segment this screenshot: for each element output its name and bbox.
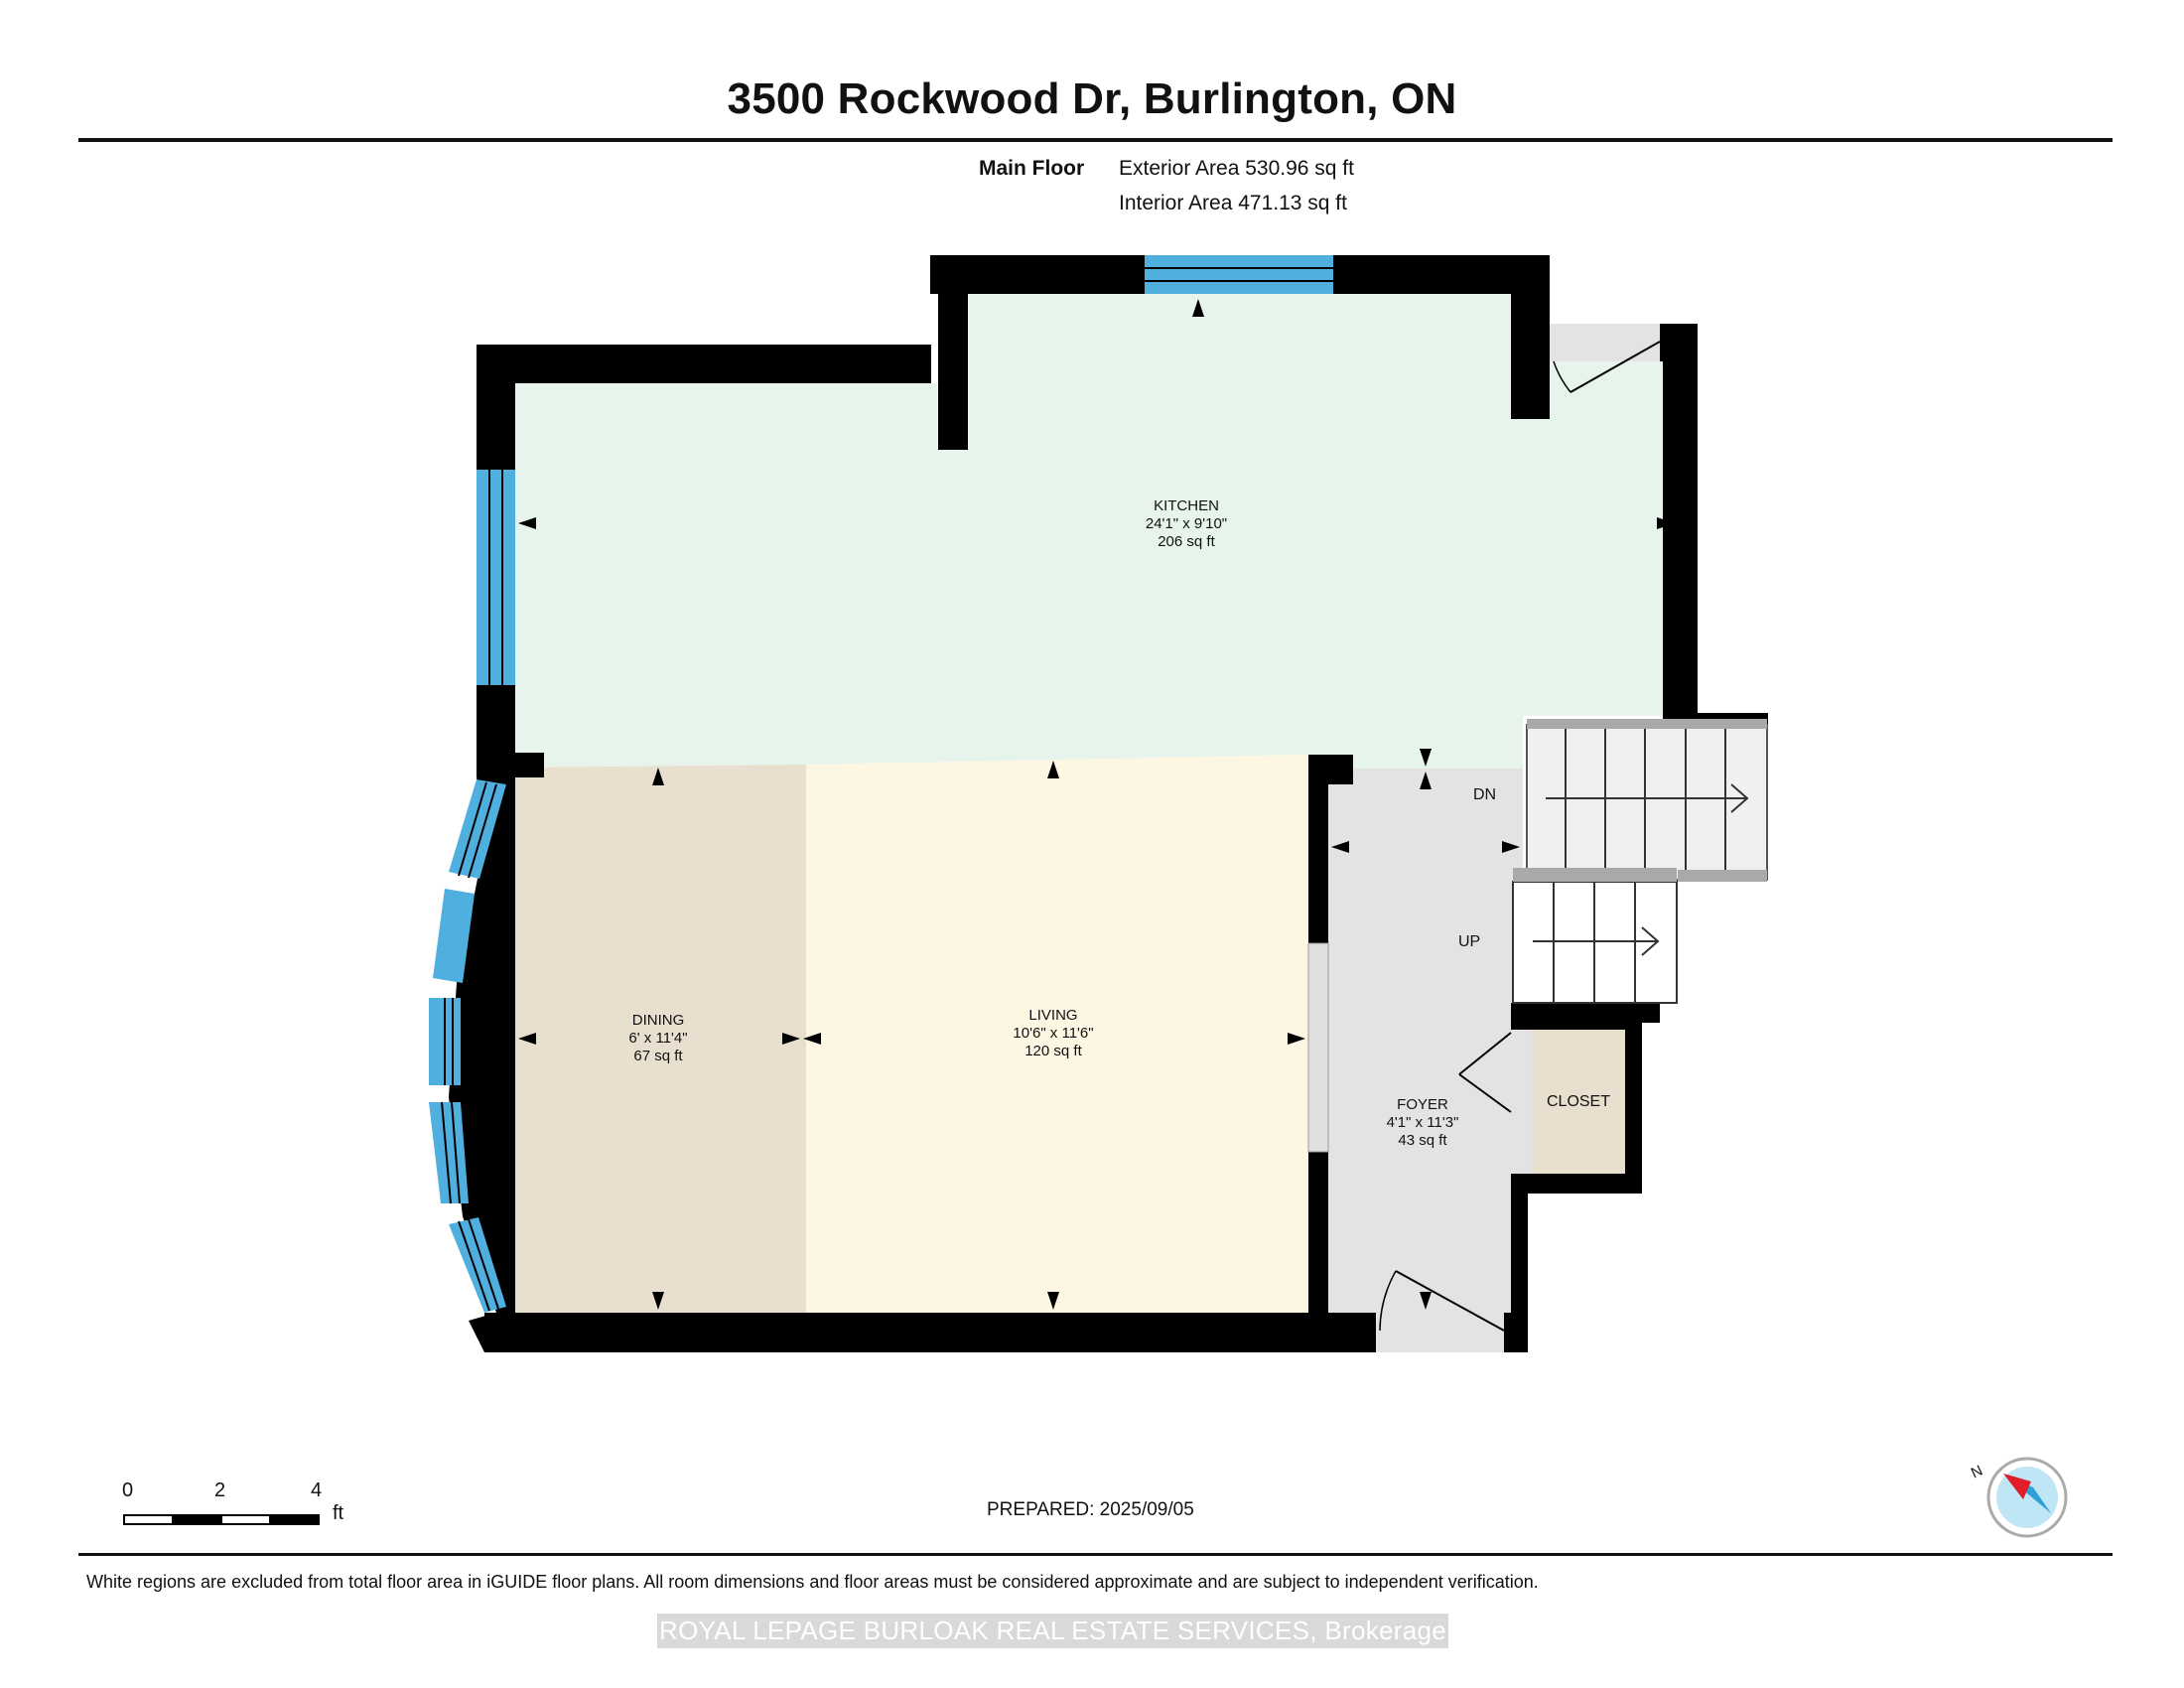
exterior-area: Exterior Area 530.96 sq ft <box>1119 157 1354 180</box>
room-name: CLOSET <box>1546 1093 1610 1110</box>
room-living: LIVING 10'6" x 11'6" 120 sq ft <box>954 1007 1153 1060</box>
room-name: FOYER <box>1397 1096 1448 1113</box>
stairs-down <box>1526 719 1768 882</box>
prepared-date: PREPARED: 2025/09/05 <box>987 1499 1194 1520</box>
living-foyer-opening <box>1307 942 1329 1153</box>
room-area: 43 sq ft <box>1398 1132 1447 1149</box>
room-dimensions: 10'6" x 11'6" <box>1013 1025 1094 1042</box>
room-name: DINING <box>631 1012 685 1029</box>
front-door <box>1376 1270 1505 1352</box>
header-divider <box>78 138 2113 142</box>
back-door <box>1550 324 1661 393</box>
floor-name: Main Floor <box>979 157 1085 180</box>
kitchen-left-window <box>477 470 515 685</box>
room-name: KITCHEN <box>1154 497 1219 514</box>
compass-icon <box>1986 1457 2068 1538</box>
stairs-up-label: UP <box>1458 933 1481 950</box>
scale-bar <box>123 1514 320 1525</box>
dimension-arrows <box>518 299 1675 1310</box>
stairs-down-label: DN <box>1473 786 1497 803</box>
walls <box>477 255 1768 1352</box>
scale-unit: ft <box>333 1502 344 1524</box>
scale-tick-2: 2 <box>214 1479 226 1501</box>
dining-floor <box>515 765 806 1313</box>
room-dimensions: 4'1" x 11'3" <box>1386 1114 1459 1131</box>
room-area: 120 sq ft <box>1024 1043 1082 1059</box>
room-kitchen: KITCHEN 24'1" x 9'10" 206 sq ft <box>1087 497 1286 551</box>
closet-floor <box>1532 1030 1625 1174</box>
room-area: 67 sq ft <box>633 1048 683 1064</box>
scale-tick-0: 0 <box>122 1479 134 1501</box>
room-dimensions: 24'1" x 9'10" <box>1145 515 1228 532</box>
interior-area: Interior Area 471.13 sq ft <box>1119 192 1347 214</box>
brokerage-watermark: ROYAL LEPAGE BURLOAK REAL ESTATE SERVICE… <box>657 1614 1448 1648</box>
room-dimensions: 6' x 11'4" <box>628 1030 688 1047</box>
stairs-up <box>1512 868 1678 1004</box>
room-name: LIVING <box>1028 1007 1078 1024</box>
scale-tick-4: 4 <box>311 1479 323 1501</box>
room-dining: DINING 6' x 11'4" 67 sq ft <box>559 1012 757 1065</box>
bay-window <box>429 768 515 1352</box>
living-floor <box>806 755 1308 1313</box>
kitchen-floor <box>515 294 1678 769</box>
room-area: 206 sq ft <box>1158 533 1215 550</box>
kitchen-top-window <box>1145 255 1333 294</box>
room-closet: CLOSET <box>1529 1093 1628 1111</box>
footer-divider <box>78 1553 2113 1556</box>
foyer-floor <box>1328 769 1523 1313</box>
disclaimer: White regions are excluded from total fl… <box>86 1572 1539 1592</box>
closet-door <box>1458 1030 1532 1174</box>
room-foyer: FOYER 4'1" x 11'3" 43 sq ft <box>1323 1096 1522 1150</box>
page-title: 3500 Rockwood Dr, Burlington, ON <box>727 74 1457 123</box>
